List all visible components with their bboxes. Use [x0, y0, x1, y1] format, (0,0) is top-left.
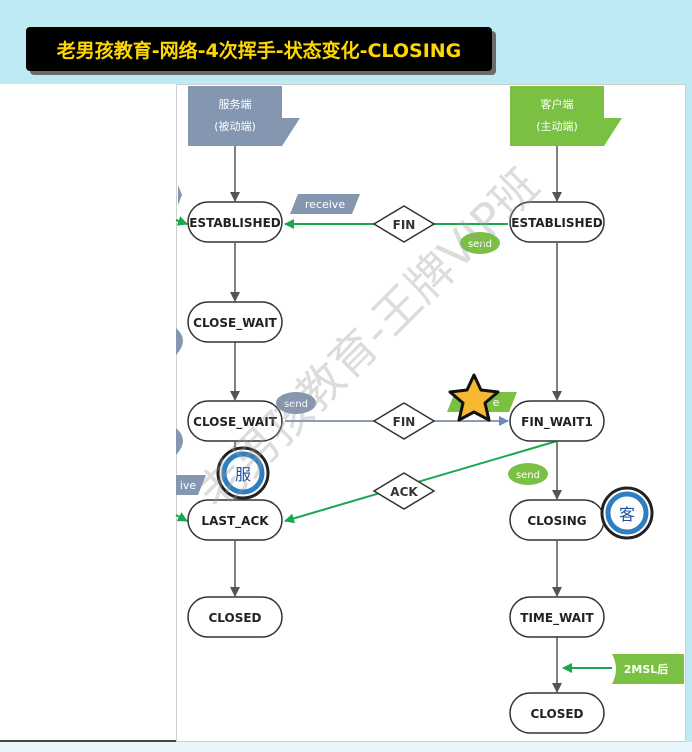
ack-arrow: [284, 440, 558, 524]
svg-text:send: send: [284, 399, 308, 410]
msl-tag: 2MSL后: [612, 654, 684, 684]
svg-text:服: 服: [235, 465, 251, 484]
svg-text:send: send: [516, 470, 540, 481]
svg-text:e: e: [493, 396, 500, 409]
svg-text:CLOSE_WAIT: CLOSE_WAIT: [193, 316, 278, 331]
client-header-line2: (主动端): [536, 120, 578, 133]
svg-text:ive: ive: [180, 479, 197, 492]
state-server-close-wait-1: CLOSE_WAIT: [187, 301, 283, 343]
svg-text:FIN: FIN: [393, 218, 416, 232]
left-edge-arrow-1: [175, 216, 188, 226]
svg-text:TIME_WAIT: TIME_WAIT: [520, 611, 594, 626]
svg-text:receive: receive: [305, 198, 345, 211]
state-server-established: ESTABLISHED: [187, 201, 283, 243]
svg-text:ACK: ACK: [390, 485, 418, 499]
ack-diamond: ACK: [372, 472, 436, 510]
page-title: 老男孩教育-网络-4次挥手-状态变化-CLOSING: [56, 39, 462, 62]
state-client-established: ESTABLISHED: [509, 201, 605, 243]
state-server-close-wait-2: CLOSE_WAIT: [187, 400, 283, 442]
svg-text:ESTABLISHED: ESTABLISHED: [189, 216, 281, 230]
svg-text:CLOSED: CLOSED: [208, 611, 261, 625]
svg-text:FIN: FIN: [393, 415, 416, 429]
svg-text:LAST_ACK: LAST_ACK: [201, 514, 269, 529]
svg-text:客: 客: [619, 505, 635, 524]
receive-tag-1: receive: [290, 194, 360, 214]
send-tag-2: send: [276, 392, 316, 414]
server-header-line2: (被动端): [214, 120, 256, 133]
svg-text:2MSL后: 2MSL后: [624, 662, 669, 676]
state-server-last-ack: LAST_ACK: [187, 499, 283, 541]
fin-diamond-1: FIN: [372, 205, 436, 243]
left-bubble-1: [176, 328, 183, 355]
server-badge: 服: [216, 446, 270, 500]
title-bar: 老男孩教育-网络-4次挥手-状态变化-CLOSING: [26, 27, 492, 71]
state-client-time-wait: TIME_WAIT: [509, 596, 605, 638]
state-server-closed: CLOSED: [187, 596, 283, 638]
receive-tag-2: ive: [176, 475, 206, 495]
left-panel: [0, 84, 178, 742]
fin-diamond-2: FIN: [372, 402, 436, 440]
state-client-closing: CLOSING: [509, 499, 605, 541]
star-icon: [448, 373, 500, 422]
left-edge-arrow-2: [175, 512, 188, 522]
svg-text:FIN_WAIT1: FIN_WAIT1: [521, 415, 593, 430]
server-header-line1: 服务端: [219, 98, 252, 111]
left-bubble-2: [176, 428, 183, 455]
bottom-strip: [0, 742, 692, 752]
svg-text:send: send: [468, 239, 492, 250]
server-header: 服务端 (被动端): [188, 86, 300, 146]
client-header-line1: 客户端: [541, 97, 574, 111]
svg-text:CLOSING: CLOSING: [527, 514, 586, 528]
state-client-fin-wait1: FIN_WAIT1: [509, 400, 605, 442]
client-badge: 客: [600, 486, 654, 540]
client-header: 客户端 (主动端): [510, 86, 622, 146]
svg-text:CLOSED: CLOSED: [530, 707, 583, 721]
send-tag-3: send: [508, 463, 548, 485]
svg-text:CLOSE_WAIT: CLOSE_WAIT: [193, 415, 278, 430]
send-tag-1: send: [460, 232, 500, 254]
svg-text:ESTABLISHED: ESTABLISHED: [511, 216, 603, 230]
state-client-closed: CLOSED: [509, 692, 605, 734]
left-bubble-3: [178, 185, 182, 205]
